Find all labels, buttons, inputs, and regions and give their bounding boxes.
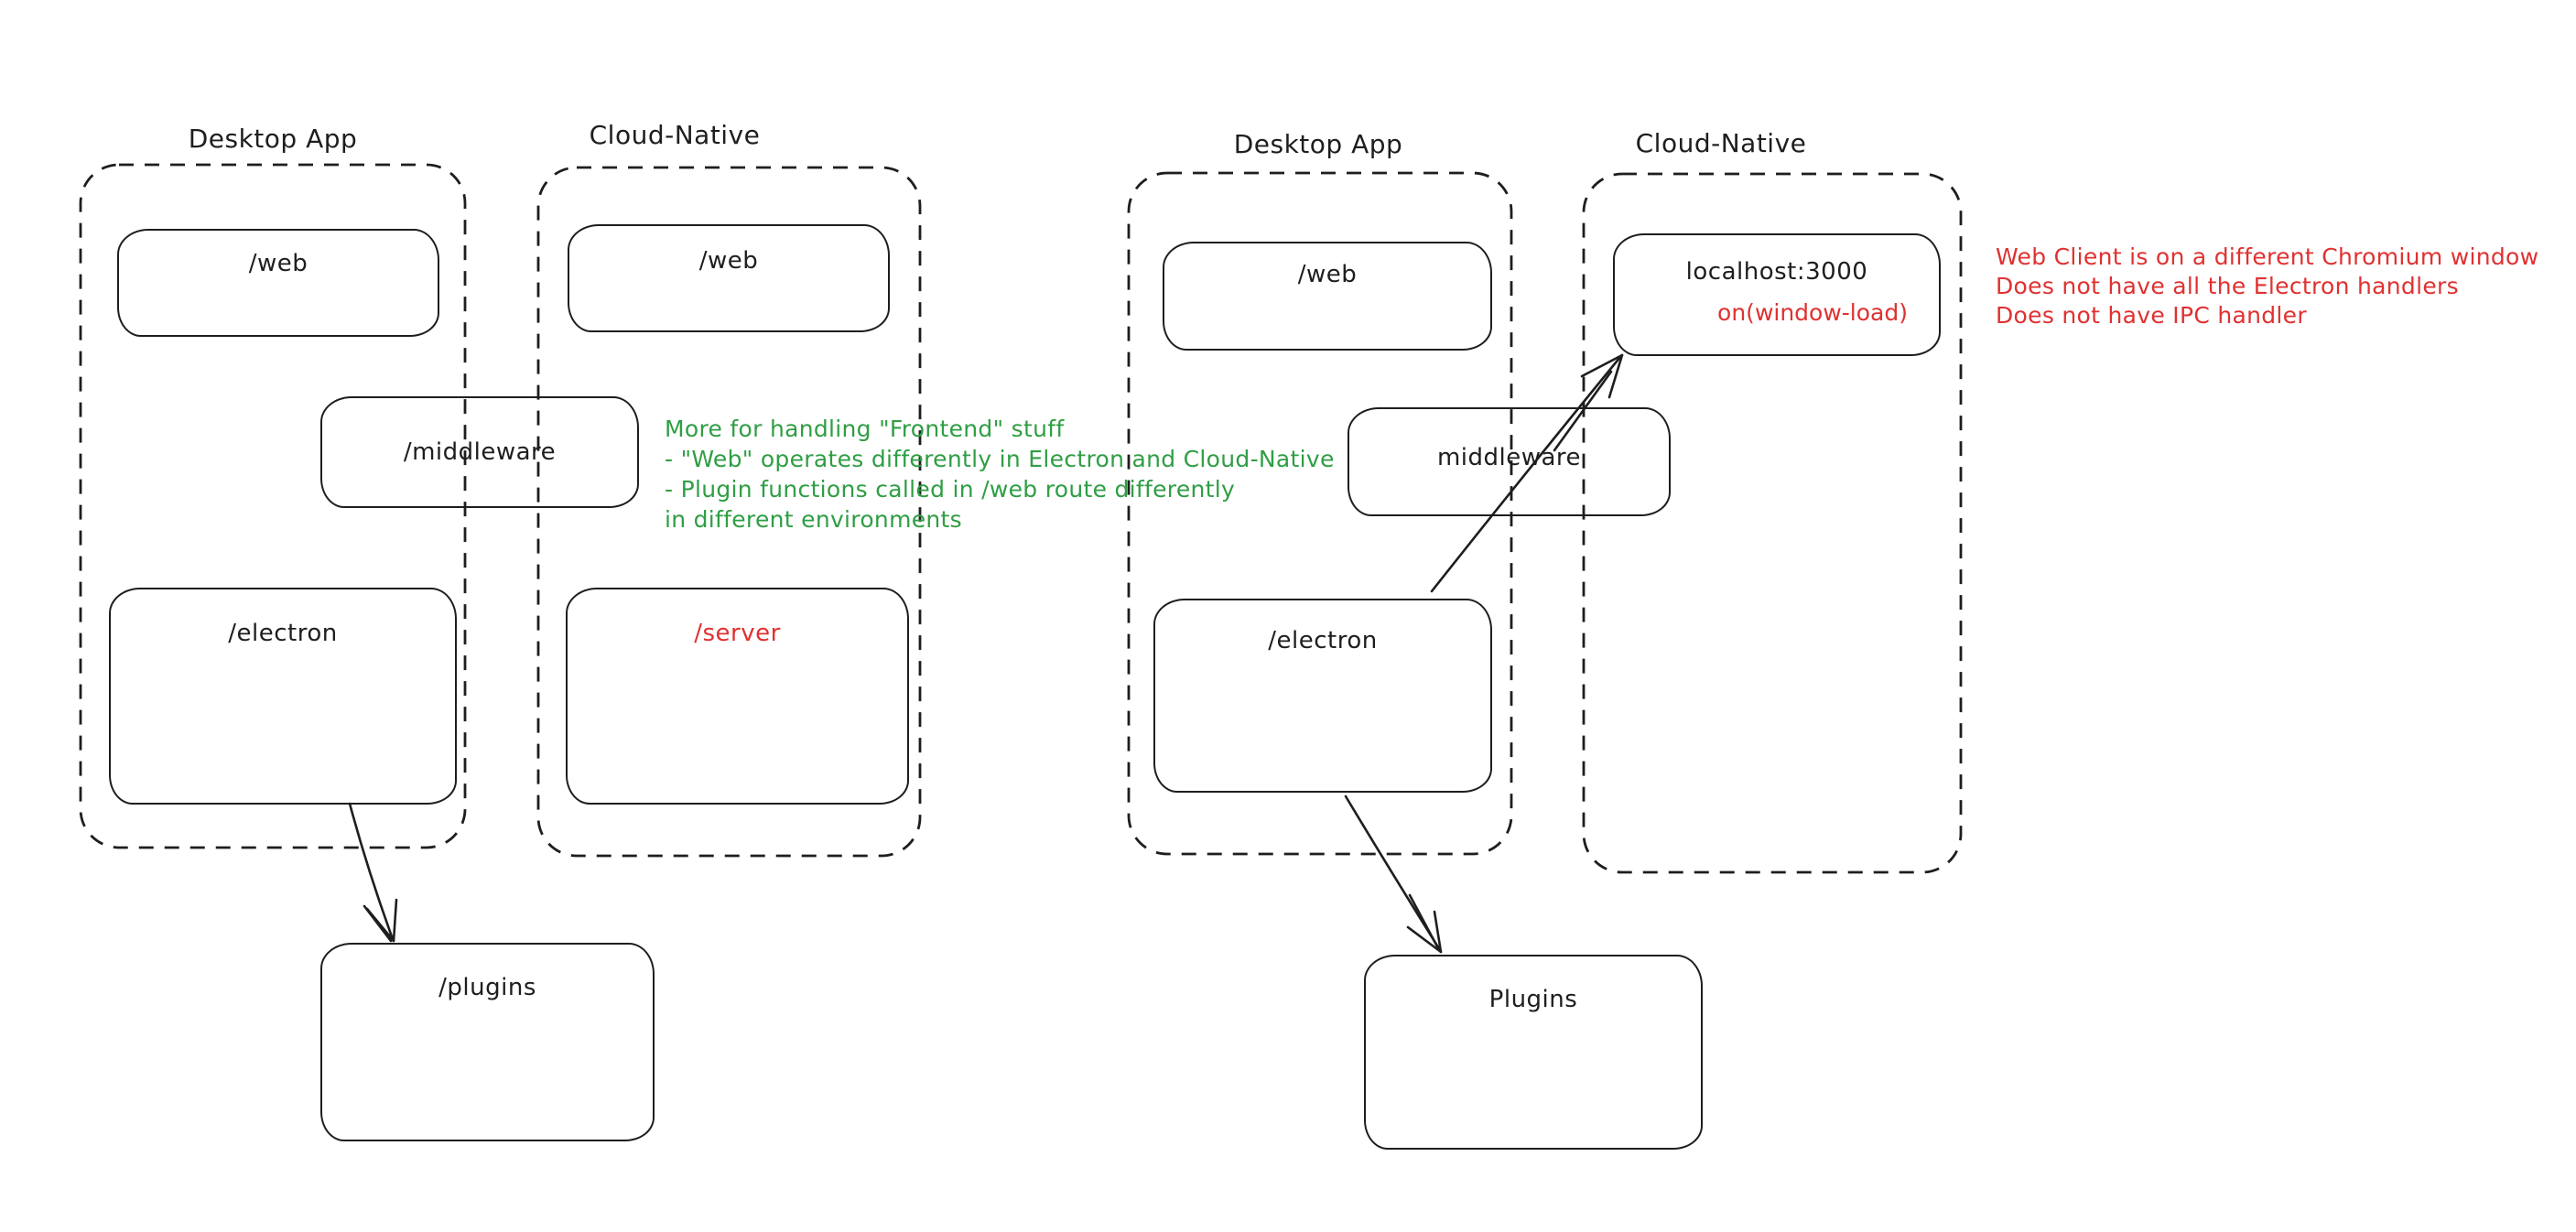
red-note-line-2: Does not have all the Electron handlers bbox=[1996, 273, 2459, 299]
box-server-left: /server bbox=[566, 588, 909, 805]
box-web-desktop-left: /web bbox=[117, 229, 439, 337]
green-note-line-3: - Plugin functions called in /web route … bbox=[665, 476, 1236, 503]
box-plugins-left-label: /plugins bbox=[438, 974, 536, 1001]
green-note-line-1: More for handling "Frontend" stuff bbox=[665, 416, 1065, 442]
container-desktop-app-right bbox=[1127, 171, 1513, 856]
red-note-line-3: Does not have IPC handler bbox=[1996, 302, 2307, 329]
group-label-desktop-app-right: Desktop App bbox=[1233, 129, 1403, 159]
group-label-cloud-native-right: Cloud-Native bbox=[1635, 128, 1807, 158]
box-localhost-3000-label: localhost:3000 bbox=[1685, 258, 1868, 286]
box-middleware-right-label: middleware bbox=[1436, 444, 1582, 471]
box-middleware-left-label: /middleware bbox=[403, 438, 557, 466]
box-plugins-right: Plugins bbox=[1364, 955, 1703, 1150]
box-localhost-3000: localhost:3000 on(window-load) bbox=[1613, 233, 1941, 356]
box-electron-right: /electron bbox=[1153, 599, 1492, 793]
box-web-desktop-left-label: /web bbox=[248, 250, 308, 277]
box-server-left-label: /server bbox=[694, 620, 781, 647]
localhost-window-load-label: on(window-load) bbox=[1717, 299, 1908, 326]
box-plugins-left: /plugins bbox=[320, 943, 655, 1141]
green-note-line-4: in different environments bbox=[665, 506, 962, 533]
box-middleware-left: /middleware bbox=[320, 396, 639, 508]
arrow-electron-to-plugins-left bbox=[348, 802, 398, 943]
box-middleware-right: middleware bbox=[1348, 407, 1671, 516]
note-frontend-green: More for handling "Frontend" stuff - "We… bbox=[665, 414, 1335, 535]
group-label-cloud-native-left: Cloud-Native bbox=[589, 120, 761, 150]
box-plugins-right-label: Plugins bbox=[1488, 986, 1578, 1013]
green-note-line-2: - "Web" operates differently in Electron… bbox=[665, 446, 1335, 472]
container-cloud-native-right bbox=[1582, 172, 1963, 874]
box-electron-right-label: /electron bbox=[1268, 627, 1378, 654]
box-electron-left-label: /electron bbox=[228, 620, 338, 647]
box-web-cloud-left: /web bbox=[568, 224, 890, 332]
box-electron-left: /electron bbox=[109, 588, 457, 805]
red-note-line-1: Web Client is on a different Chromium wi… bbox=[1996, 243, 2539, 270]
box-web-right: /web bbox=[1163, 242, 1492, 351]
container-cloud-native-left bbox=[536, 166, 922, 858]
note-web-client-red: Web Client is on a different Chromium wi… bbox=[1996, 243, 2538, 330]
arrow-electron-to-localhost bbox=[1430, 353, 1624, 593]
box-web-cloud-left-label: /web bbox=[698, 247, 759, 275]
arrow-electron-to-plugins-right bbox=[1344, 794, 1443, 954]
group-label-desktop-app-left: Desktop App bbox=[188, 124, 358, 154]
box-web-right-label: /web bbox=[1297, 261, 1358, 288]
